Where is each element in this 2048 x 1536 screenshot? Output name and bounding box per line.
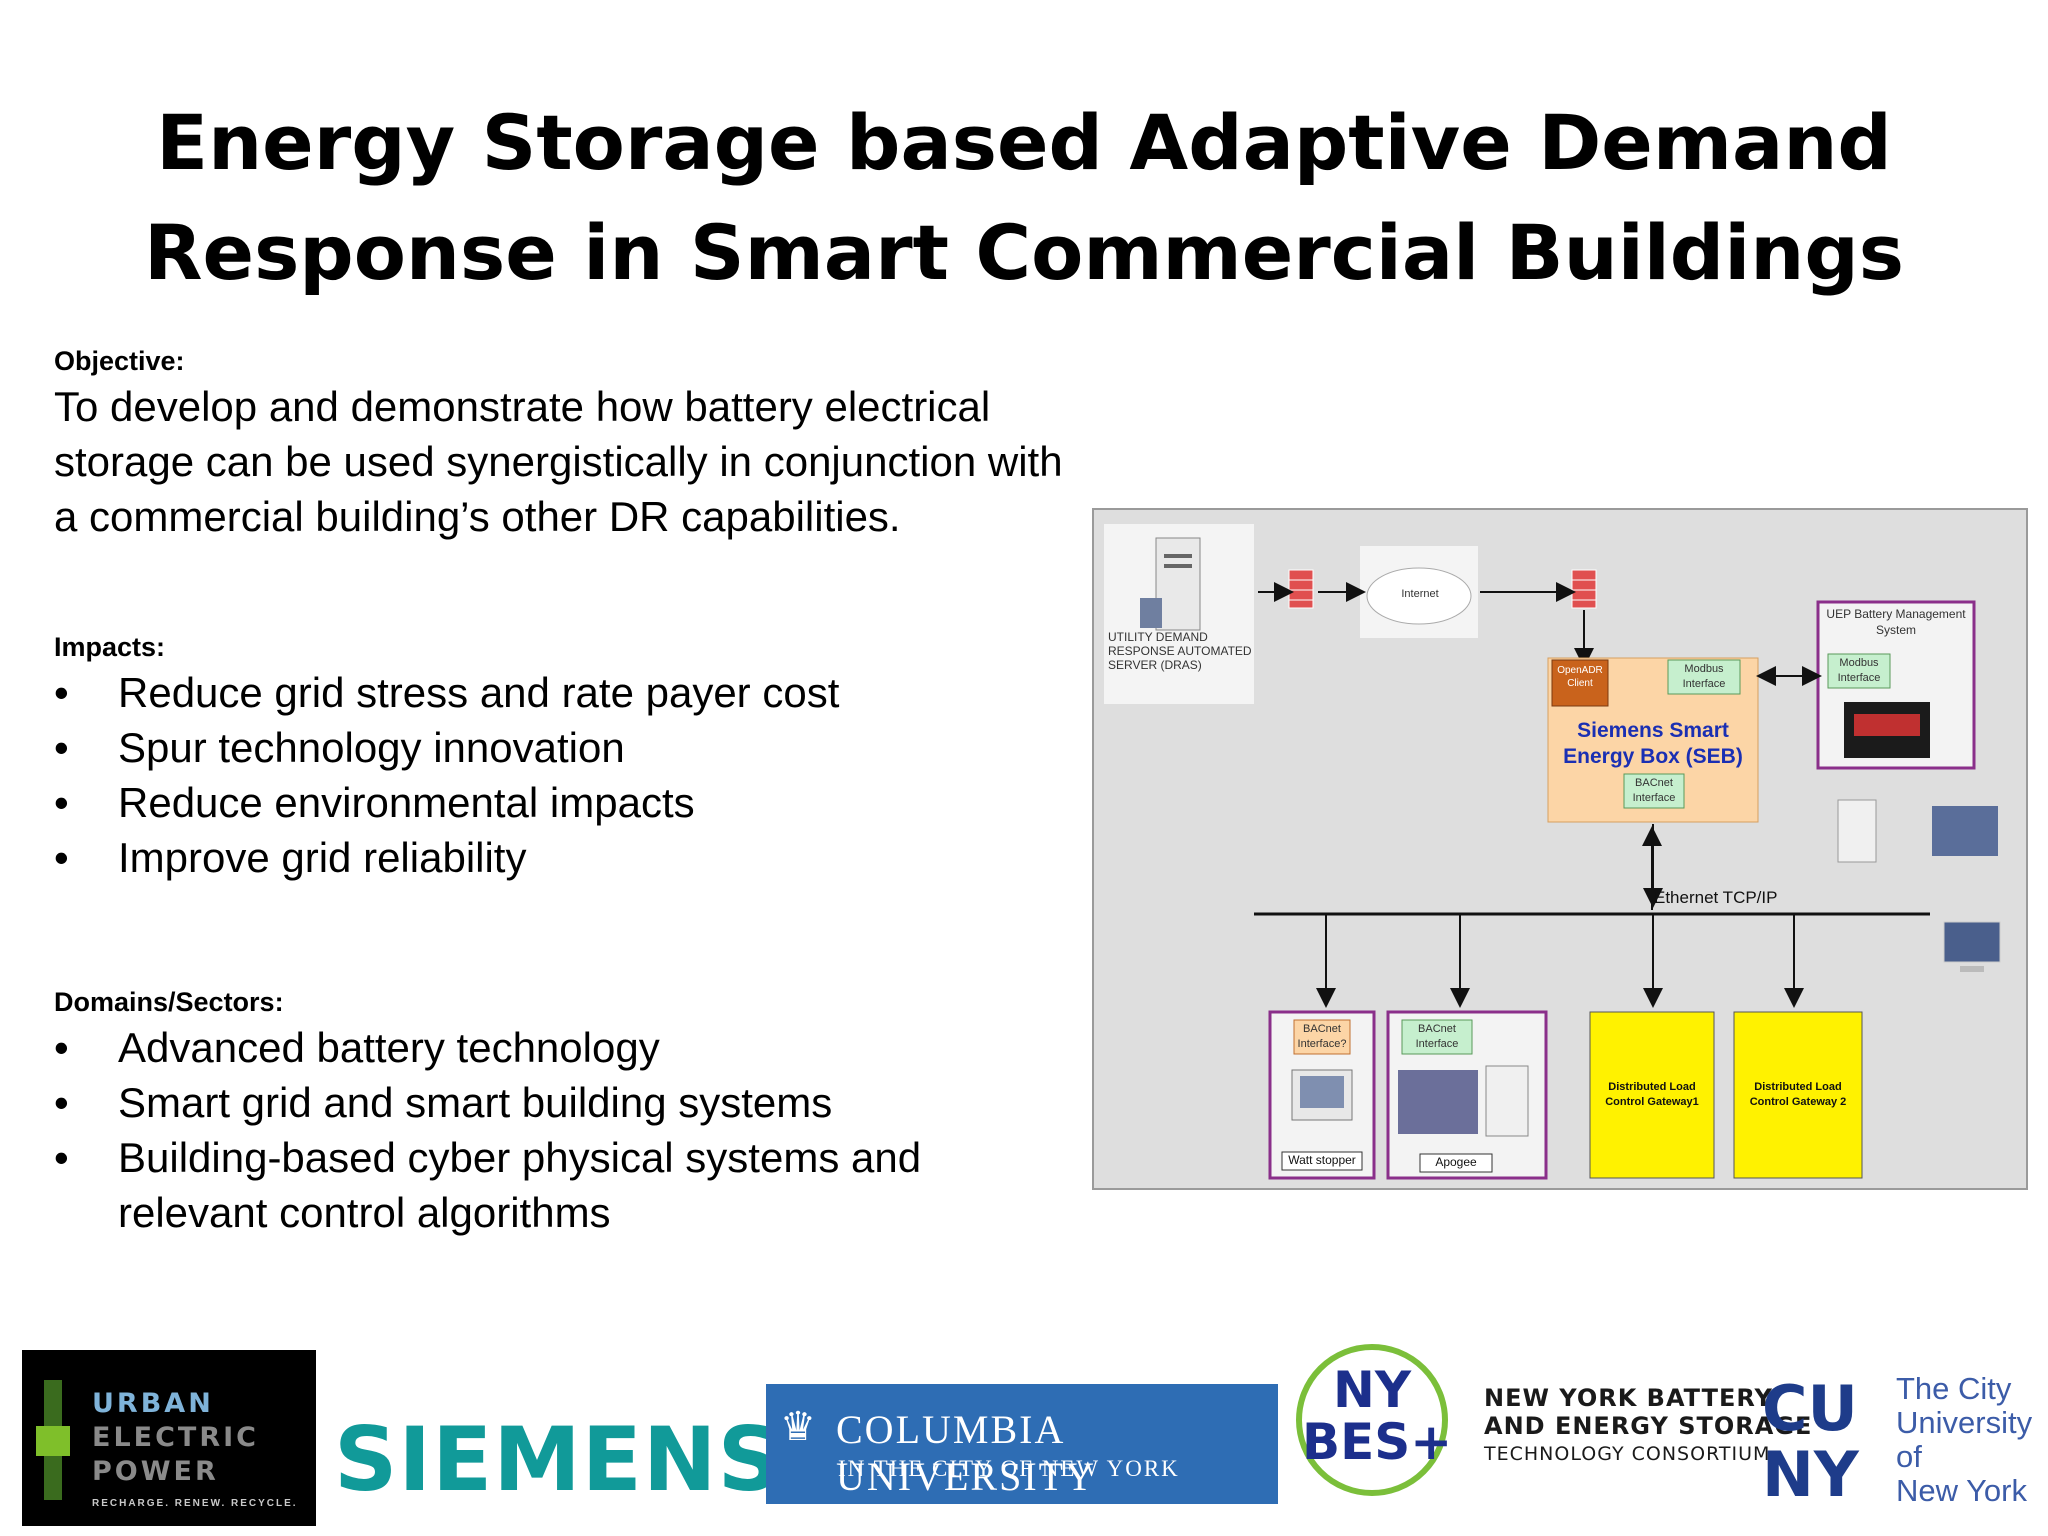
server-icon: [1837, 799, 1877, 863]
list-item: Advanced battery technology: [54, 1020, 1078, 1075]
urban-electric-power-logo: URBAN ELECTRIC POWER RECHARGE. RENEW. RE…: [22, 1350, 316, 1526]
list-item: Reduce environmental impacts: [54, 775, 1078, 830]
internet-label: Internet: [1401, 588, 1439, 600]
title-line-1: Energy Storage based Adaptive Demand: [156, 98, 1892, 187]
diagram-graphics: [1104, 524, 2001, 1180]
nybes-logo: NY BES+: [1296, 1344, 1453, 1496]
dras-label: UTILITY DEMAND RESPONSE AUTOMATED SERVER…: [1108, 630, 1252, 672]
firewall-icon: [1288, 569, 1314, 609]
uep-word-2: ELECTRIC: [92, 1422, 259, 1453]
list-item: Reduce grid stress and rate payer cost: [54, 665, 1078, 720]
gateway-1-label: Distributed Load Control Gateway1: [1605, 1081, 1699, 1108]
objective-text: To develop and demonstrate how battery e…: [54, 383, 1063, 540]
columbia-line-1: COLUMBIA UNIVERSITY: [836, 1407, 1096, 1499]
bacnet-seb-label: BACnet Interface: [1632, 777, 1676, 804]
internet-cloud-icon: [1366, 567, 1472, 625]
seb-title-line-2: Energy Box (SEB): [1563, 745, 1743, 768]
apogee-label: Apogee: [1435, 1155, 1477, 1169]
list-item: Building-based cyber physical systems an…: [54, 1130, 1078, 1240]
domains-label: Domains/Sectors:: [54, 987, 284, 1017]
system-diagram: UTILITY DEMAND RESPONSE AUTOMATED SERVER…: [1092, 508, 2028, 1190]
list-item: Smart grid and smart building systems: [54, 1075, 1078, 1130]
openadr-label: OpenADR Client: [1557, 665, 1603, 689]
ethernet-label: Ethernet TCP/IP: [1654, 888, 1778, 907]
watt-stopper-label: Watt stopper: [1288, 1153, 1356, 1167]
columbia-line-2: IN THE CITY OF NEW YORK: [838, 1456, 1180, 1481]
objective-label: Objective:: [54, 346, 185, 376]
siemens-logo: SIEMENS: [334, 1408, 782, 1511]
impacts-list: Reduce grid stress and rate payer cost S…: [54, 665, 1078, 885]
cuny-wordmark: The City University of New York: [1896, 1371, 2033, 1508]
apogee-controller-icon: [1398, 1065, 1529, 1137]
slide-title: Energy Storage based Adaptive Demand Res…: [0, 88, 2048, 308]
nybes-mark: NY BES+: [1302, 1361, 1453, 1471]
seb-title-line-1: Siemens Smart: [1577, 719, 1729, 742]
nybes-wordmark: NEW YORK BATTERY AND ENERGY STORAGE TECH…: [1484, 1384, 1813, 1465]
crown-icon: ♛: [780, 1405, 816, 1449]
firewall-icon: [1571, 569, 1597, 609]
impacts-label: Impacts:: [54, 632, 166, 662]
battery-icon: [1844, 702, 1930, 758]
controller-icon: [1932, 806, 1998, 856]
bacnet-2-label: BACnet Interface: [1415, 1023, 1459, 1050]
list-item: Improve grid reliability: [54, 830, 1078, 885]
uep-word-1: URBAN: [92, 1388, 214, 1419]
uep-bms-label: UEP Battery Management System: [1826, 607, 1966, 637]
computer-icon: [1291, 1069, 1353, 1121]
gateway-2-label: Distributed Load Control Gateway 2: [1749, 1081, 1847, 1108]
uep-word-3: POWER: [92, 1456, 219, 1487]
seb-title: Siemens Smart Energy Box (SEB): [1548, 718, 1758, 770]
modbus-bms-label: Modbus Interface: [1837, 657, 1881, 684]
dras-server-icon: [1104, 524, 1254, 704]
title-line-2: Response in Smart Commercial Buildings: [144, 208, 1904, 297]
uep-tagline: RECHARGE. RENEW. RECYCLE.: [92, 1498, 298, 1509]
cuny-logo: CU NY: [1762, 1372, 1859, 1511]
workstation-icon: [1943, 921, 2001, 972]
domains-list: Advanced battery technology Smart grid a…: [54, 1020, 1078, 1240]
columbia-logo: ♛ COLUMBIA UNIVERSITY IN THE CITY OF NEW…: [766, 1384, 1278, 1504]
list-item: Spur technology innovation: [54, 720, 1078, 775]
modbus-seb-label: Modbus Interface: [1682, 663, 1726, 690]
bacnet-1-label: BACnet Interface?: [1297, 1023, 1347, 1050]
